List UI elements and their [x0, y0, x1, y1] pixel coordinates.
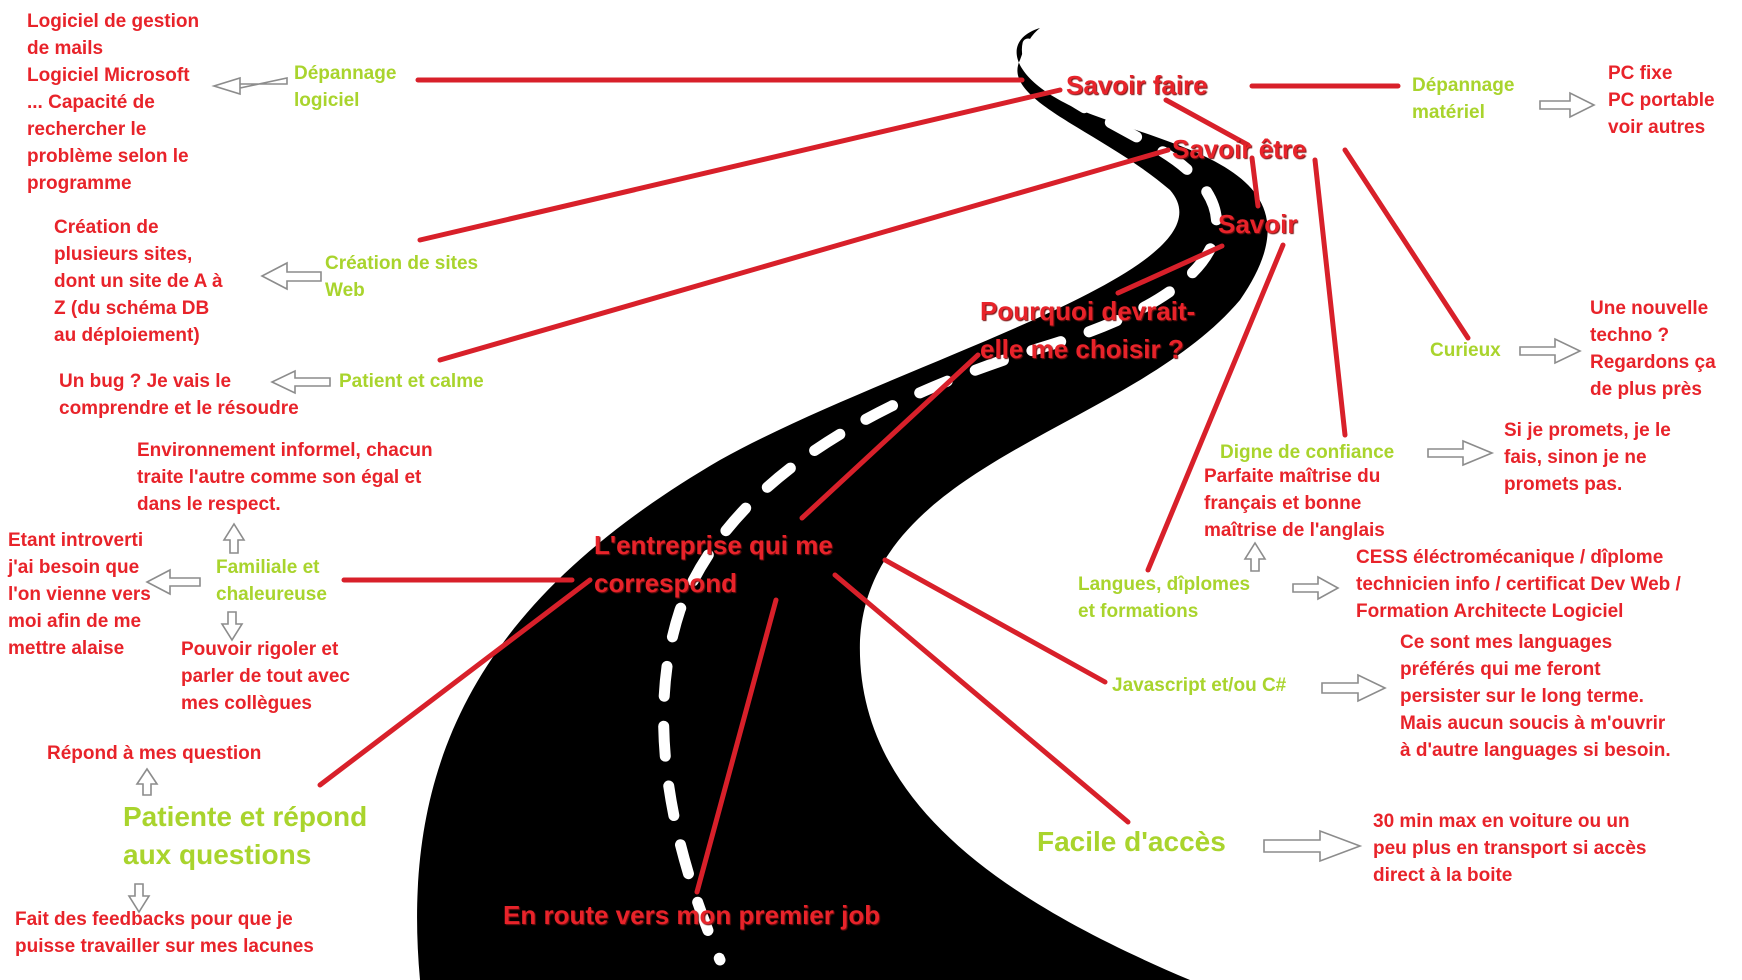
patient-detail-text: Un bug ? Je vais le comprendre et le rés… — [59, 371, 299, 419]
depannage-materiel-label: Dépannage matériel — [1412, 75, 1515, 123]
connector-line — [1312, 157, 1348, 438]
savoir-faire-heading: Savoir faire — [1066, 70, 1208, 100]
arrow-up-icon — [222, 522, 246, 554]
arrow-down-icon — [127, 883, 151, 914]
introverti-text: Etant introverti j'ai besoin que l'on vi… — [8, 530, 151, 659]
arrow-up-icon — [1243, 541, 1267, 572]
environnement-text: Environnement informel, chacun traite l'… — [137, 440, 433, 515]
arrow-left-icon — [270, 369, 331, 395]
connector-line — [832, 572, 1131, 825]
connector-line — [1342, 147, 1471, 341]
connector-line — [317, 577, 593, 788]
facile-label: Facile d'accès — [1037, 826, 1226, 857]
connector-line — [417, 87, 1063, 243]
diplomes-detail-text: CESS éléctromécanique / dîplome technici… — [1356, 547, 1681, 622]
en-route-heading: En route vers mon premier job — [503, 900, 881, 930]
facile-detail-text: 30 min max en voiture ou un peu plus en … — [1373, 811, 1647, 886]
connector-line — [1249, 155, 1261, 209]
javascript-label: Javascript et/ou C# — [1112, 675, 1287, 696]
logiciel-detail-text: Logiciel de gestion de mails Logiciel Mi… — [27, 11, 200, 194]
connector-line — [437, 147, 1171, 363]
connector-line — [799, 352, 981, 521]
rigoler-text: Pouvoir rigoler et parler de tout avec m… — [181, 639, 350, 714]
pourquoi-heading: Pourquoi devrait- elle me choisir ? — [980, 296, 1196, 364]
savoir-etre-heading: Savoir être — [1172, 134, 1307, 164]
feedbacks-text: Fait des feedbacks pour que je puisse tr… — [15, 909, 314, 957]
creation-detail-text: Création de plusieurs sites, dont un sit… — [54, 217, 223, 346]
creation-sites-label: Création de sites Web — [325, 253, 479, 301]
connector-line — [1163, 97, 1251, 148]
arrow-right-icon — [1519, 337, 1582, 365]
javascript-detail-text: Ce sont mes languages préférés qui me fe… — [1400, 632, 1671, 761]
connector-line — [882, 557, 1108, 685]
arrow-up-icon — [135, 767, 159, 796]
connector-line — [1115, 243, 1225, 296]
arrow-left-icon — [145, 568, 201, 596]
patient-label: Patient et calme — [339, 371, 484, 392]
arrow-down-icon — [220, 611, 244, 642]
arrow-right-icon — [1263, 829, 1363, 863]
digne-label: Digne de confiance — [1220, 442, 1395, 463]
familiale-label: Familiale et chaleureuse — [216, 557, 327, 605]
arrow-right-icon — [1292, 575, 1340, 601]
depannage-logiciel-label: Dépannage logiciel — [294, 63, 397, 111]
langues-label: Langues, dîplomes et formations — [1078, 574, 1251, 622]
arrow-left-icon — [260, 261, 322, 291]
arrow-right-icon — [1539, 91, 1596, 119]
materiel-detail-text: PC fixe PC portable voir autres — [1608, 63, 1715, 138]
repond-text: Répond à mes question — [47, 743, 262, 764]
curieux-detail-text: Une nouvelle techno ? Regardons ça de pl… — [1590, 298, 1716, 400]
langues-detail-text: Parfaite maîtrise du français et bonne m… — [1204, 466, 1385, 541]
road-shape — [417, 28, 1268, 980]
arrow-left-icon — [211, 76, 288, 96]
savoir-heading: Savoir — [1218, 209, 1298, 239]
connector-line — [1145, 242, 1286, 573]
arrow-right-icon — [1321, 673, 1387, 703]
arrow-right-icon — [1427, 439, 1495, 467]
connector-line — [694, 597, 779, 895]
patiente-label: Patiente et répond aux questions — [123, 801, 368, 870]
road-center-dashes — [658, 38, 1222, 966]
entreprise-heading: L'entreprise qui me correspond — [594, 530, 833, 598]
curieux-label: Curieux — [1430, 340, 1501, 361]
digne-detail-text: Si je promets, je le fais, sinon je ne p… — [1504, 420, 1671, 495]
